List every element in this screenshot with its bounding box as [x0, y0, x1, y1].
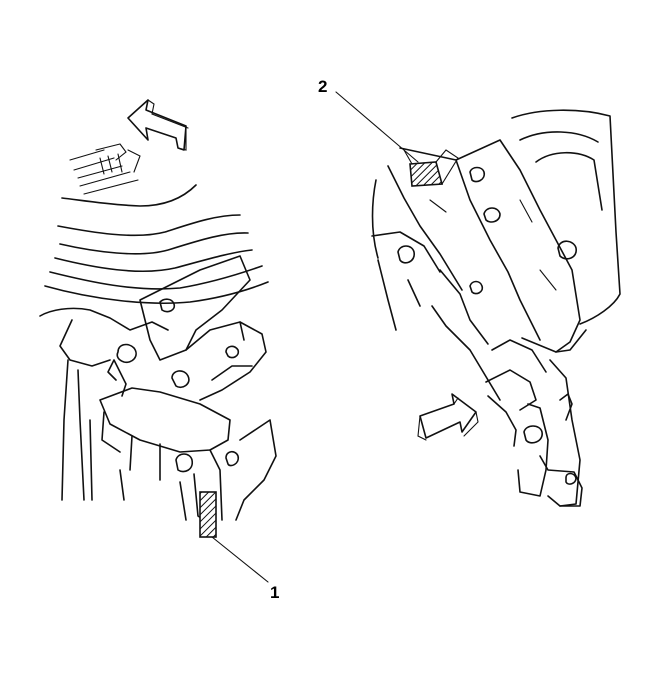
left-view: 1 [39, 99, 279, 602]
arrow-right-icon [417, 393, 479, 441]
callout-label-2: 2 [318, 77, 327, 96]
right-view: 2 [318, 77, 621, 507]
engine-block [39, 143, 277, 521]
hatched-component-2 [409, 161, 444, 187]
leader-line-1 [211, 536, 269, 583]
callout-label-1: 1 [270, 583, 279, 602]
engine-housing [371, 109, 621, 507]
leader-line-2 [335, 91, 419, 163]
hatched-component-1 [199, 491, 217, 538]
arrow-left-icon [127, 99, 189, 151]
